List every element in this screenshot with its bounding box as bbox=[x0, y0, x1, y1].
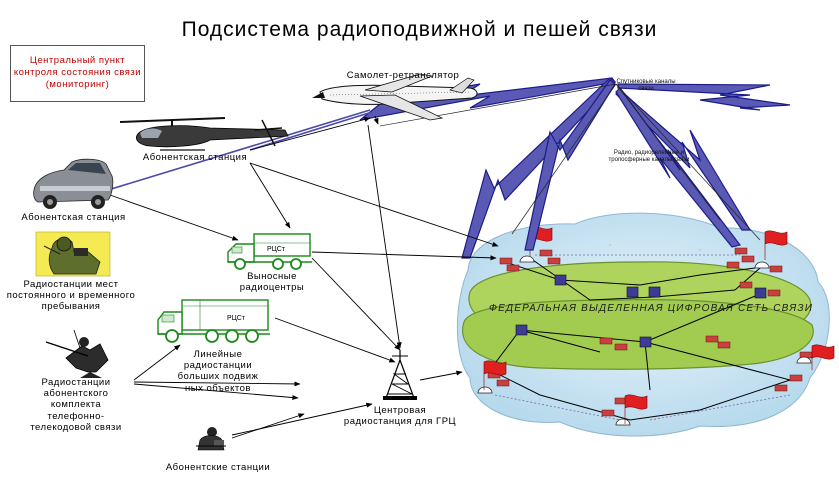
truck-remote-center-icon: РЦСт bbox=[227, 233, 312, 270]
page-title: Подсистема радиоподвижной и пешей связи bbox=[181, 18, 658, 41]
car-label: Абонентская станция bbox=[21, 212, 126, 223]
aircraft-label: Самолет-ретранслятор bbox=[346, 70, 460, 81]
portable-complex-label: Радиостанции абонентского комплекта теле… bbox=[30, 377, 122, 433]
subscriber-figure-icon bbox=[196, 427, 226, 451]
helicopter-label: Абонентская станция bbox=[142, 152, 248, 163]
portable-radio-soldier-icon bbox=[45, 329, 109, 378]
satellite-channels-label: Спутниковые каналы связи bbox=[616, 79, 676, 92]
subscriber-stations-label: Абонентские станции bbox=[165, 462, 271, 473]
network-nodes bbox=[487, 247, 813, 417]
radio-channels-label: Радио, радиорелейные и тропосферные кана… bbox=[608, 150, 690, 163]
network-routers bbox=[515, 274, 767, 348]
linear-stations-label: Линейные радиостанции больших подвиж ных… bbox=[177, 349, 259, 394]
satellite-lines bbox=[379, 83, 761, 241]
truck-tag-1: РЦСт bbox=[267, 246, 286, 253]
link-arrows bbox=[109, 115, 499, 439]
central-station-label: Центровая радиостанция для ГРЦ bbox=[343, 405, 457, 428]
truck-tag-2: РЦСт bbox=[227, 315, 246, 322]
soldier-radio-label: Радиостанции мест постоянного и временно… bbox=[6, 279, 136, 313]
central-tower-icon bbox=[383, 350, 417, 400]
soldier-radio-icon bbox=[35, 231, 111, 277]
truck-linear-station-icon: РЦСт bbox=[157, 299, 270, 343]
remote-centers-label: Выносные радиоцентры bbox=[239, 271, 305, 294]
federal-network-label: ФЕДЕРАЛЬНАЯ ВЫДЕЛЕННАЯ ЦИФРОВАЯ СЕТЬ СВЯ… bbox=[488, 303, 814, 314]
network-island bbox=[462, 261, 814, 370]
helicopter-icon bbox=[119, 117, 289, 151]
lightning-bolts bbox=[359, 77, 791, 259]
aircraft-icon bbox=[312, 73, 478, 121]
car-icon bbox=[33, 158, 114, 209]
monitoring-center-box: Центральный пункт контроля состояния свя… bbox=[10, 45, 145, 102]
network-dashed-links bbox=[494, 254, 791, 421]
radio-links-blue bbox=[107, 109, 373, 191]
dish-antennas bbox=[477, 255, 812, 426]
